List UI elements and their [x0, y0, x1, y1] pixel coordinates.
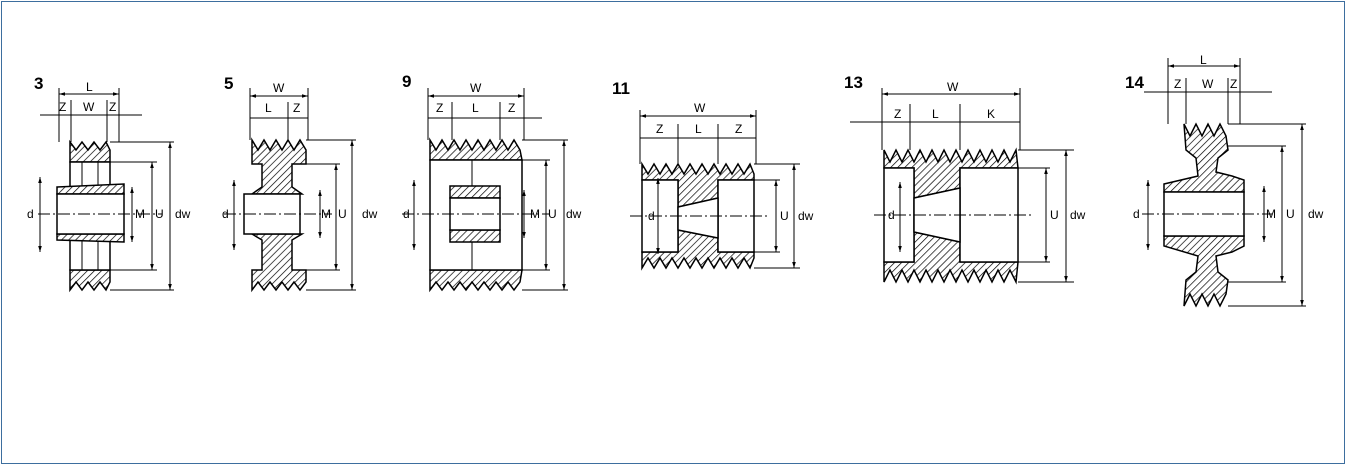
dim-label-m: M [1266, 207, 1276, 221]
dim-label-dw: dw [1070, 208, 1086, 222]
figure-11: 11 W Z L Z d U dw [612, 79, 814, 271]
dim-label-u: U [780, 209, 789, 223]
figure-14: 14 L Z W Z d M U dw [1125, 53, 1324, 308]
figure-5: 5 W L Z d M U dw [222, 74, 378, 293]
dim-label-z: Z [508, 101, 515, 115]
figure-13: 13 W Z L K d U dw [844, 73, 1086, 285]
dim-label-top: L [1200, 53, 1207, 67]
figure-number: 13 [844, 73, 863, 92]
dim-label-dw: dw [798, 209, 814, 223]
dim-label-m: M [321, 207, 331, 221]
dim-label-dw: dw [362, 207, 378, 221]
figure-9: 9 W Z L Z d M U dw [402, 72, 582, 293]
dim-label-z: Z [894, 107, 901, 121]
dim-label-top: W [694, 101, 706, 115]
dim-label-m: M [135, 207, 145, 221]
dim-label-w: W [1202, 77, 1214, 91]
figure-number: 11 [612, 79, 630, 98]
dim-label-d: d [1133, 207, 1140, 221]
figure-number: 9 [402, 72, 411, 91]
figure-number: 3 [34, 74, 43, 93]
dim-label-z: Z [109, 100, 116, 114]
dim-label-top: W [470, 81, 482, 95]
dim-label-z: Z [293, 101, 300, 115]
figure-number: 14 [1125, 73, 1144, 92]
dim-label-l: L [932, 107, 939, 121]
dim-label-top: L [86, 80, 93, 94]
dim-label-u: U [548, 207, 557, 221]
dim-label-dw: dw [1308, 207, 1324, 221]
dim-label-top: W [273, 81, 285, 95]
dim-label-d: d [222, 207, 229, 221]
dim-label-z: Z [436, 101, 443, 115]
dim-label-d: d [403, 207, 410, 221]
dim-label-u: U [1050, 208, 1059, 222]
dim-label-d: d [27, 207, 34, 221]
dim-label-z: Z [656, 122, 663, 136]
dim-label-d: d [888, 208, 895, 222]
dim-label-top: W [947, 80, 959, 94]
dim-label-l: L [695, 122, 702, 136]
dim-label-z: Z [1174, 77, 1181, 91]
dim-label-u: U [338, 207, 347, 221]
dim-label-l: L [472, 101, 479, 115]
dim-label-z: Z [59, 100, 66, 114]
dim-label-z: Z [735, 122, 742, 136]
dim-label-d: d [648, 209, 655, 223]
dim-label-dw: dw [566, 207, 582, 221]
dim-label-z: Z [1230, 77, 1237, 91]
dim-label-dw: dw [175, 207, 191, 221]
dim-label-k: K [987, 107, 995, 121]
dim-label-u: U [155, 207, 164, 221]
figure-3: 3 L Z W Z d M U dw [27, 74, 191, 293]
figure-number: 5 [224, 74, 233, 93]
dim-label-m: M [530, 207, 540, 221]
dim-label-l: L [265, 101, 272, 115]
dim-label-u: U [1286, 207, 1295, 221]
dim-label-w: W [83, 100, 95, 114]
